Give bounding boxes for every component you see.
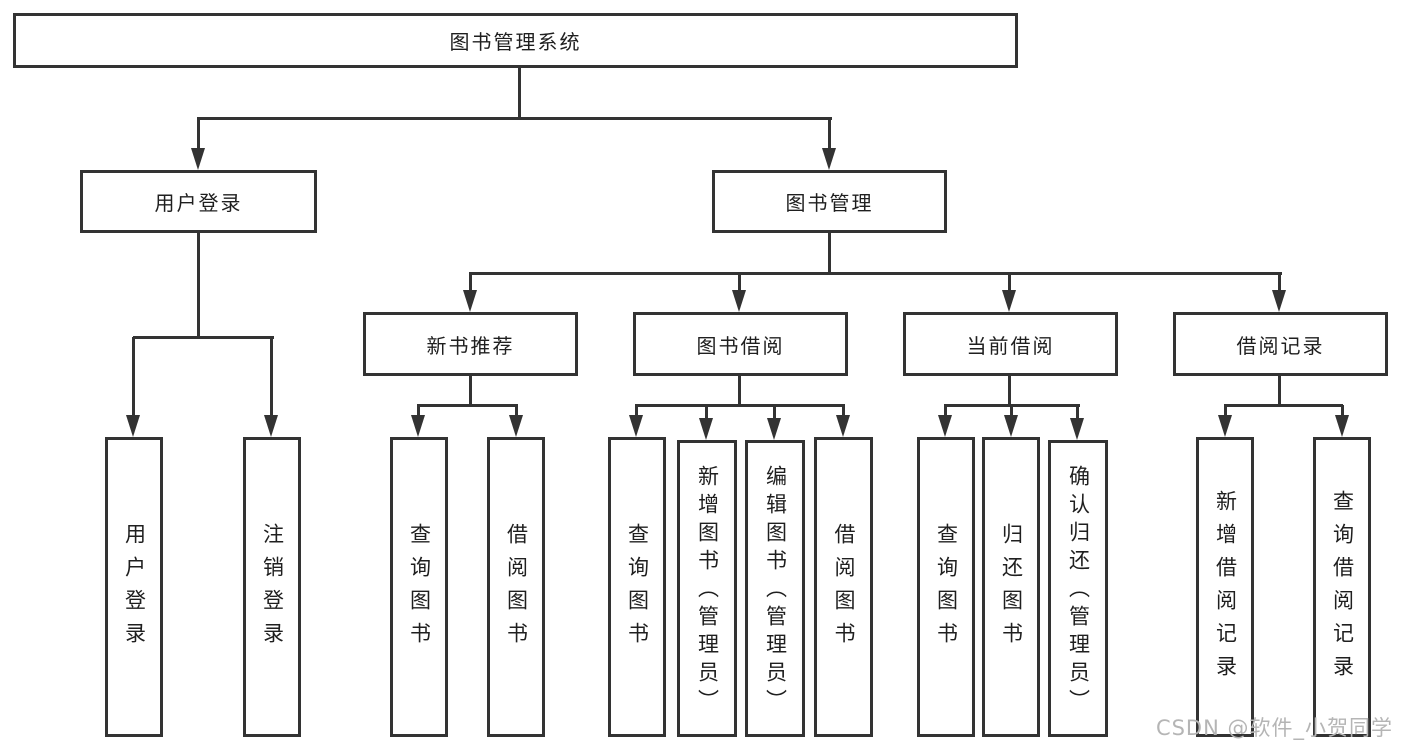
arrow-down-icon bbox=[264, 415, 278, 437]
node-user-login: 用户登录 bbox=[80, 170, 317, 233]
connector-line bbox=[133, 336, 274, 339]
connector-line bbox=[738, 273, 741, 292]
arrow-down-icon bbox=[767, 418, 781, 440]
connector-line bbox=[635, 405, 638, 417]
leaf-current-return-book: 归还图书 bbox=[982, 437, 1040, 737]
connector-line bbox=[417, 404, 518, 407]
node-new-book-recommend: 新书推荐 bbox=[363, 312, 578, 376]
connector-line bbox=[469, 272, 1282, 275]
connector-line bbox=[469, 273, 472, 292]
connector-line bbox=[417, 405, 420, 417]
arrow-down-icon bbox=[629, 415, 643, 437]
connector-line bbox=[132, 337, 135, 417]
arrow-down-icon bbox=[1004, 415, 1018, 437]
connector-line bbox=[197, 118, 200, 150]
arrow-down-icon bbox=[463, 290, 477, 312]
node-borrow-record: 借阅记录 bbox=[1173, 312, 1388, 376]
arrow-down-icon bbox=[191, 148, 205, 170]
connector-line bbox=[1010, 405, 1013, 417]
arrow-down-icon bbox=[126, 415, 140, 437]
connector-line bbox=[738, 376, 741, 406]
connector-line bbox=[705, 405, 708, 419]
leaf-borrow-query-book: 查询图书 bbox=[608, 437, 666, 737]
connector-line bbox=[518, 68, 521, 118]
leaf-borrow-add-book: 新增图书（管理员） bbox=[677, 440, 737, 737]
connector-line bbox=[469, 376, 472, 406]
node-root: 图书管理系统 bbox=[13, 13, 1018, 68]
arrow-down-icon bbox=[699, 418, 713, 440]
arrow-down-icon bbox=[1335, 415, 1349, 437]
arrow-down-icon bbox=[1002, 290, 1016, 312]
leaf-borrow-edit-book: 编辑图书（管理员） bbox=[745, 440, 805, 737]
connector-line bbox=[842, 405, 845, 417]
leaf-current-confirm-return: 确认归还（管理员） bbox=[1048, 440, 1108, 737]
connector-line bbox=[270, 337, 273, 417]
arrow-down-icon bbox=[836, 415, 850, 437]
leaf-record-query: 查询借阅记录 bbox=[1313, 437, 1371, 737]
connector-line bbox=[828, 118, 831, 150]
connector-line bbox=[828, 233, 831, 273]
connector-line bbox=[1278, 376, 1281, 406]
arrow-down-icon bbox=[411, 415, 425, 437]
arrow-down-icon bbox=[822, 148, 836, 170]
arrow-down-icon bbox=[732, 290, 746, 312]
connector-line bbox=[635, 404, 845, 407]
arrow-down-icon bbox=[1272, 290, 1286, 312]
connector-line bbox=[773, 405, 776, 419]
connector-line bbox=[197, 117, 832, 120]
node-current-borrow: 当前借阅 bbox=[903, 312, 1118, 376]
connector-line bbox=[1008, 376, 1011, 406]
connector-line bbox=[1341, 405, 1344, 417]
connector-line bbox=[1076, 405, 1079, 419]
node-book-management: 图书管理 bbox=[712, 170, 947, 233]
leaf-recommend-query-book: 查询图书 bbox=[390, 437, 448, 737]
watermark: CSDN @软件_小贺同学 bbox=[1155, 716, 1393, 740]
leaf-current-query-book: 查询图书 bbox=[917, 437, 975, 737]
arrow-down-icon bbox=[1070, 418, 1084, 440]
arrow-down-icon bbox=[1218, 415, 1232, 437]
leaf-borrow-borrow-book: 借阅图书 bbox=[814, 437, 873, 737]
connector-line bbox=[197, 233, 200, 337]
leaf-recommend-borrow-book: 借阅图书 bbox=[487, 437, 545, 737]
connector-line bbox=[944, 405, 947, 417]
connector-line bbox=[1224, 404, 1343, 407]
connector-line bbox=[515, 405, 518, 417]
connector-line bbox=[1278, 273, 1281, 292]
leaf-user-login: 用户登录 bbox=[105, 437, 163, 737]
arrow-down-icon bbox=[938, 415, 952, 437]
connector-line bbox=[1008, 273, 1011, 292]
leaf-record-add: 新增借阅记录 bbox=[1196, 437, 1254, 737]
leaf-logout: 注销登录 bbox=[243, 437, 301, 737]
arrow-down-icon bbox=[509, 415, 523, 437]
node-book-borrow: 图书借阅 bbox=[633, 312, 848, 376]
connector-line bbox=[1224, 405, 1227, 417]
